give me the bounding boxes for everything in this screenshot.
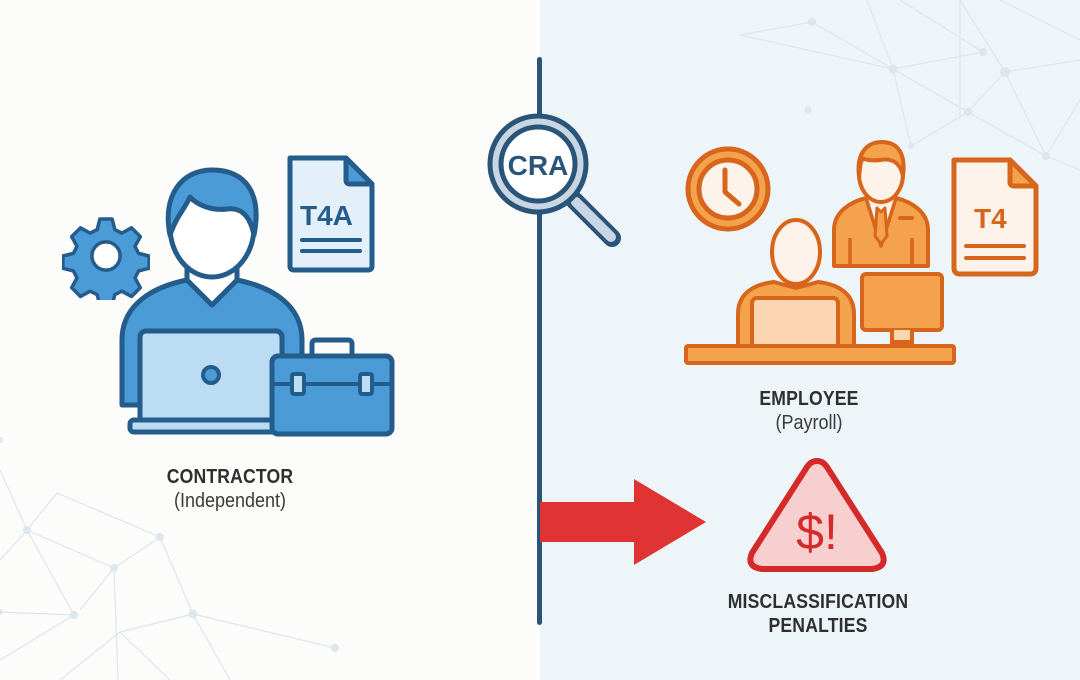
t4a-document-icon: T4A [287,155,375,273]
employee-label: EMPLOYEE (Payroll) [724,387,894,435]
employee-title: EMPLOYEE [759,388,859,410]
divider-line [537,57,542,625]
desk-icon [684,344,956,365]
person-at-desk-icon [736,218,856,350]
employee-subtitle: (Payroll) [775,412,843,434]
gear-icon [62,217,150,300]
cra-label: CRA [508,150,569,181]
clock-icon [685,146,771,232]
manager-icon [832,140,930,268]
contractor-title: CONTRACTOR [166,466,294,488]
t4a-label: T4A [300,200,353,231]
magnifying-glass-icon: CRA [487,113,621,247]
contractor-label: CONTRACTOR (Independent) [130,465,330,513]
t4-document-icon: T4 [951,157,1039,277]
penalty-title-line1: MISCLASSIFICATION [727,591,909,613]
contractor-subtitle: (Independent) [173,490,287,512]
warning-triangle-icon: $! [747,458,887,572]
penalty-title-line2: PENALTIES [768,615,868,637]
arrow-right-icon [540,479,706,565]
penalty-label: MISCLASSIFICATION PENALTIES [690,590,946,638]
monitor-icon [860,272,944,344]
briefcase-icon [269,337,395,437]
penalty-symbol: $! [796,504,838,560]
t4-label: T4 [974,203,1007,234]
person-with-laptop-icon [119,167,305,435]
